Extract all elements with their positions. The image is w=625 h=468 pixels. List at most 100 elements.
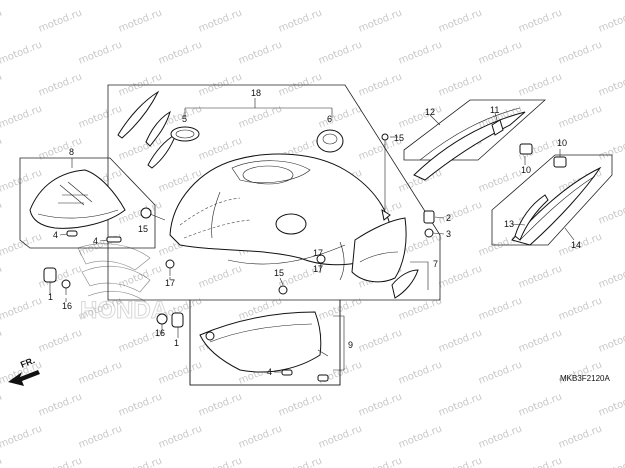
watermark-text: motod.ru <box>557 103 604 130</box>
watermark-text: motod.ru <box>277 391 324 418</box>
watermark-text: motod.ru <box>357 7 404 34</box>
watermark-text: motod.ru <box>517 327 564 354</box>
watermark-text: motod.ru <box>357 391 404 418</box>
watermark-text: motod.ru <box>0 263 4 290</box>
part-5-ring <box>170 126 200 142</box>
callout-11: 11 <box>490 105 499 115</box>
watermark-text: motod.ru <box>437 263 484 290</box>
watermark-text: motod.ru <box>37 327 84 354</box>
watermark-text: motod.ru <box>317 103 364 130</box>
watermark-text: motod.ru <box>157 359 204 386</box>
watermark-text: motod.ru <box>77 231 124 258</box>
watermark-text: motod.ru <box>517 391 564 418</box>
watermark-text: motod.ru <box>597 263 625 290</box>
watermark-text: motod.ru <box>237 103 284 130</box>
watermark-text: motod.ru <box>157 0 204 3</box>
watermark-text: motod.ru <box>0 71 4 98</box>
watermark-text: motod.ru <box>597 327 625 354</box>
panel-9-outline <box>189 299 341 386</box>
watermark-text: motod.ru <box>0 0 44 3</box>
watermark-text: motod.ru <box>317 0 364 3</box>
panel-8-outline <box>19 157 156 249</box>
watermark-text: motod.ru <box>557 39 604 66</box>
callout-4c: 4 <box>267 367 272 377</box>
watermark-text: motod.ru <box>0 7 4 34</box>
watermark-text: motod.ru <box>357 71 404 98</box>
watermark-text: motod.ru <box>77 423 124 450</box>
watermark-text: motod.ru <box>437 391 484 418</box>
watermark-text: motod.ru <box>477 167 524 194</box>
callout-1-center: 1 <box>174 338 179 348</box>
callout-1-left: 1 <box>48 292 53 302</box>
watermark-text: motod.ru <box>477 359 524 386</box>
watermark-text: motod.ru <box>197 455 244 468</box>
watermark-text: motod.ru <box>357 327 404 354</box>
watermark-text: motod.ru <box>37 391 84 418</box>
watermark-text: motod.ru <box>597 7 625 34</box>
watermark-text: motod.ru <box>397 0 444 3</box>
bolt-3 <box>424 228 434 238</box>
watermark-text: motod.ru <box>597 391 625 418</box>
watermark-text: motod.ru <box>517 455 564 468</box>
watermark-text: motod.ru <box>0 455 4 468</box>
callout-15-left: 15 <box>138 224 148 234</box>
callout-labels: 18 5 6 8 15 12 11 10 10 2 3 7 13 14 4 4 … <box>48 88 581 377</box>
watermark-text: motod.ru <box>77 0 124 3</box>
watermark-text: motod.ru <box>477 423 524 450</box>
watermark-text: motod.ru <box>597 71 625 98</box>
direction-arrow-icon <box>8 370 40 386</box>
bolt-17-left <box>165 259 175 276</box>
watermark-text: motod.ru <box>37 135 84 162</box>
watermark-text: motod.ru <box>77 359 124 386</box>
grommet-1-center <box>171 312 184 328</box>
watermark-text: motod.ru <box>437 199 484 226</box>
callout-3: 3 <box>446 229 451 239</box>
bolt-16-left <box>61 279 71 295</box>
part-6-fuel-cap <box>316 129 344 153</box>
lower-cover-9 <box>199 311 329 373</box>
stripe-box-14 <box>491 154 613 246</box>
watermark-text: motod.ru <box>0 167 44 194</box>
watermark-text: motod.ru <box>117 455 164 468</box>
watermark-text: motod.ru <box>197 7 244 34</box>
callout-18: 18 <box>251 88 261 98</box>
honda-logo-text: HONDA <box>80 297 168 324</box>
callout-15-center: 15 <box>274 268 284 278</box>
watermark-text: motod.ru <box>0 39 44 66</box>
watermark-text: motod.ru <box>237 423 284 450</box>
watermark-text: motod.ru <box>517 263 564 290</box>
watermark-text: motod.ru <box>557 0 604 3</box>
watermark-text: motod.ru <box>0 103 44 130</box>
callout-12: 12 <box>425 107 435 117</box>
watermark-text: motod.ru <box>397 423 444 450</box>
watermark-text: motod.ru <box>597 199 625 226</box>
callout-7: 7 <box>433 259 438 269</box>
watermark-text: motod.ru <box>0 391 4 418</box>
watermark-text: motod.ru <box>117 7 164 34</box>
watermark-text: motod.ru <box>77 103 124 130</box>
watermark-text: motod.ru <box>437 455 484 468</box>
damper-2 <box>423 210 435 224</box>
grommet-10-a <box>519 143 533 155</box>
watermark-text: motod.ru <box>0 327 4 354</box>
watermark-text: motod.ru <box>517 71 564 98</box>
watermark-text: motod.ru <box>557 295 604 322</box>
watermark-text: motod.ru <box>477 39 524 66</box>
callout-5: 5 <box>182 114 187 124</box>
callout-17-right: 17 <box>313 264 323 274</box>
watermark-text: motod.ru <box>317 423 364 450</box>
stripe-decal-14 <box>511 166 602 246</box>
bolt-15-upper <box>381 133 391 221</box>
watermark-text: motod.ru <box>397 359 444 386</box>
callout-14: 14 <box>571 240 581 250</box>
watermark-text: motod.ru <box>197 135 244 162</box>
watermark-text: motod.ru <box>477 295 524 322</box>
clip-11 <box>491 119 504 136</box>
watermark-text: motod.ru <box>597 135 625 162</box>
watermark-text: motod.ru <box>237 0 284 3</box>
bolt-15-left <box>140 207 166 221</box>
grommet-10-b <box>553 156 567 168</box>
bolt-16-center <box>156 313 168 332</box>
bolt-17-right <box>316 254 326 274</box>
